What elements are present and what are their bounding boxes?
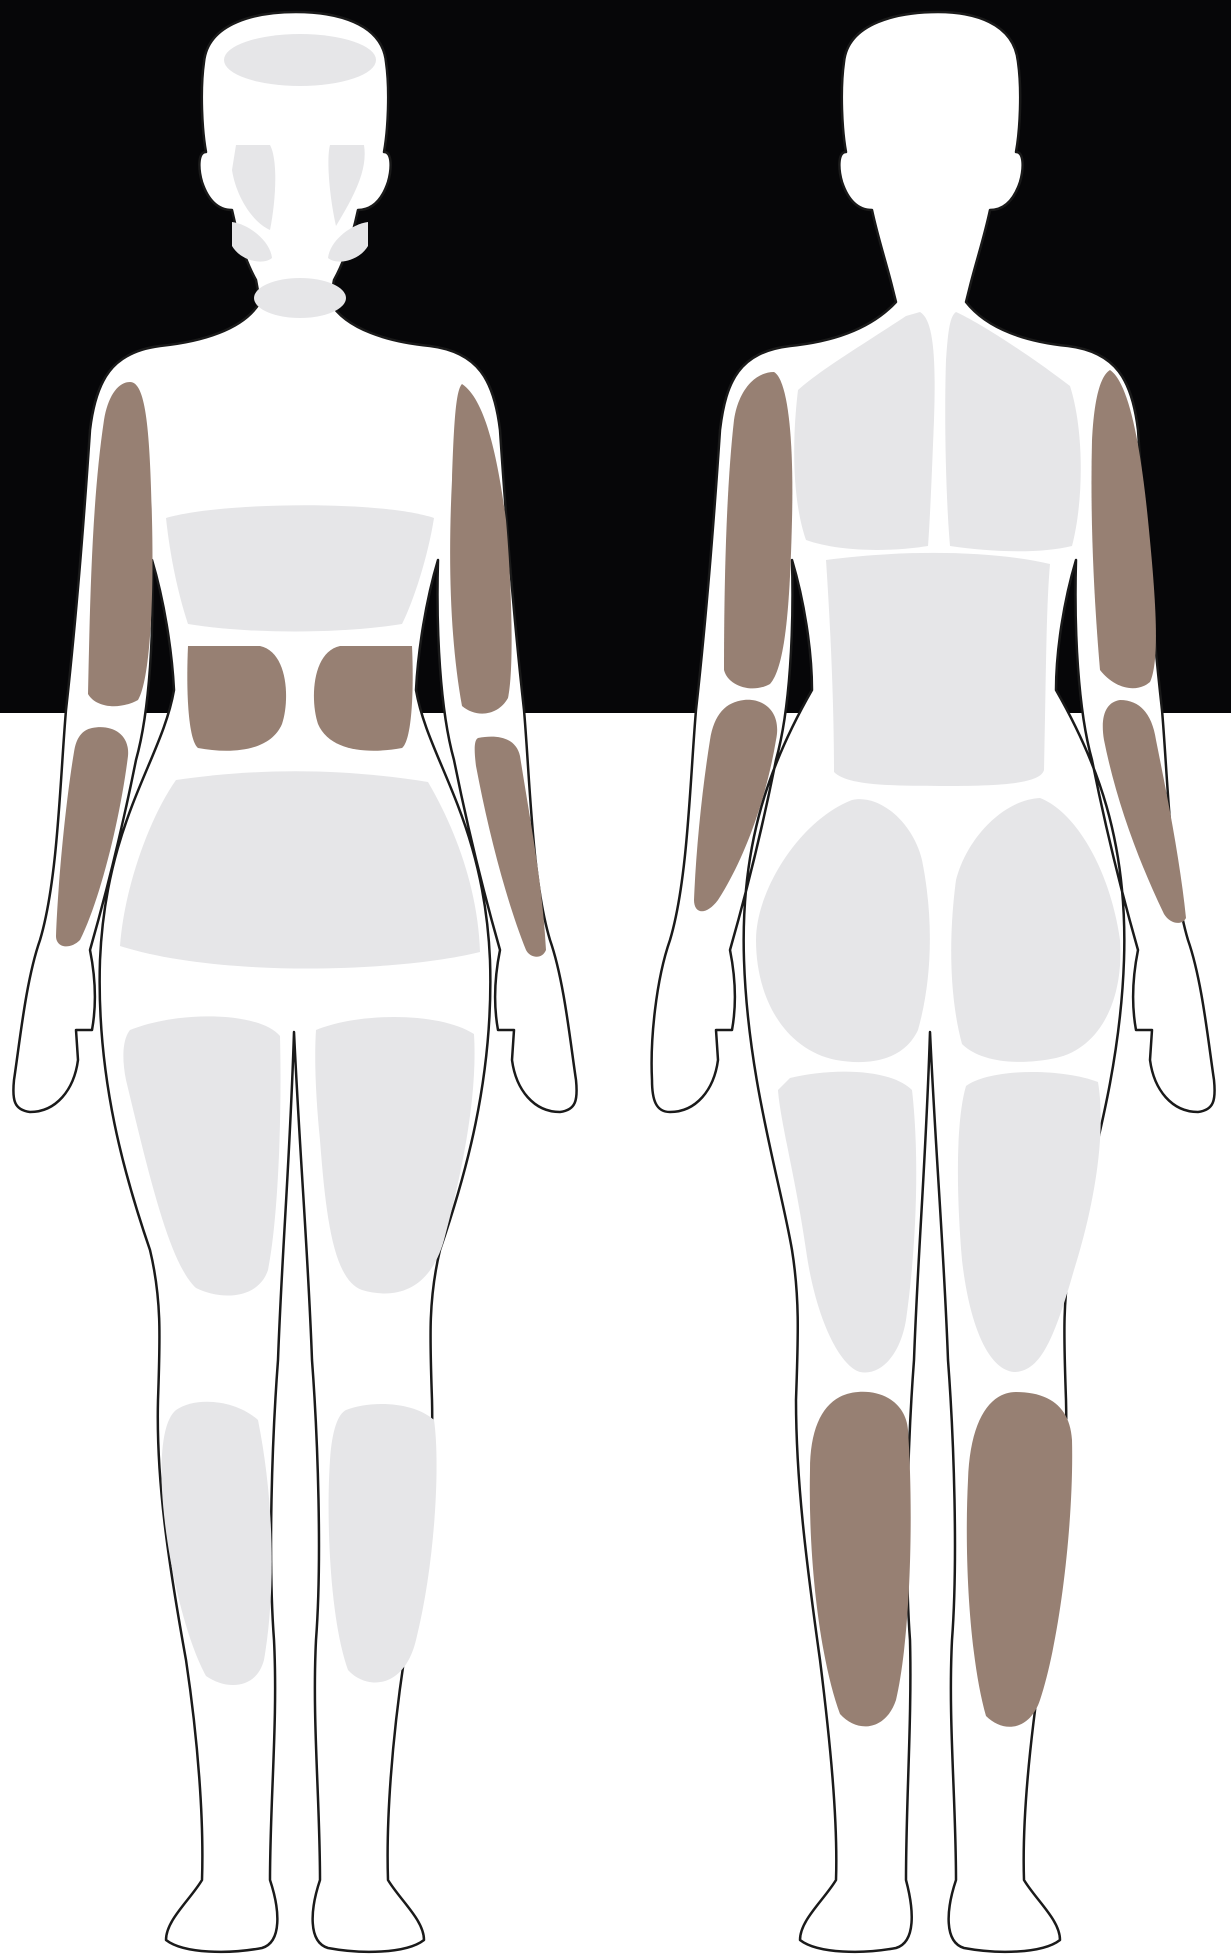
back-zone-upper-arm-left: [724, 372, 792, 688]
front-zone-neck: [254, 278, 346, 318]
back-zone-lower-back: [826, 553, 1050, 786]
front-zone-forehead: [224, 34, 376, 86]
front-zone-flank-left: [187, 646, 286, 751]
front-zone-abdomen: [120, 771, 480, 968]
front-zone-flank-right: [314, 646, 413, 751]
front-zone-chest: [166, 505, 434, 631]
